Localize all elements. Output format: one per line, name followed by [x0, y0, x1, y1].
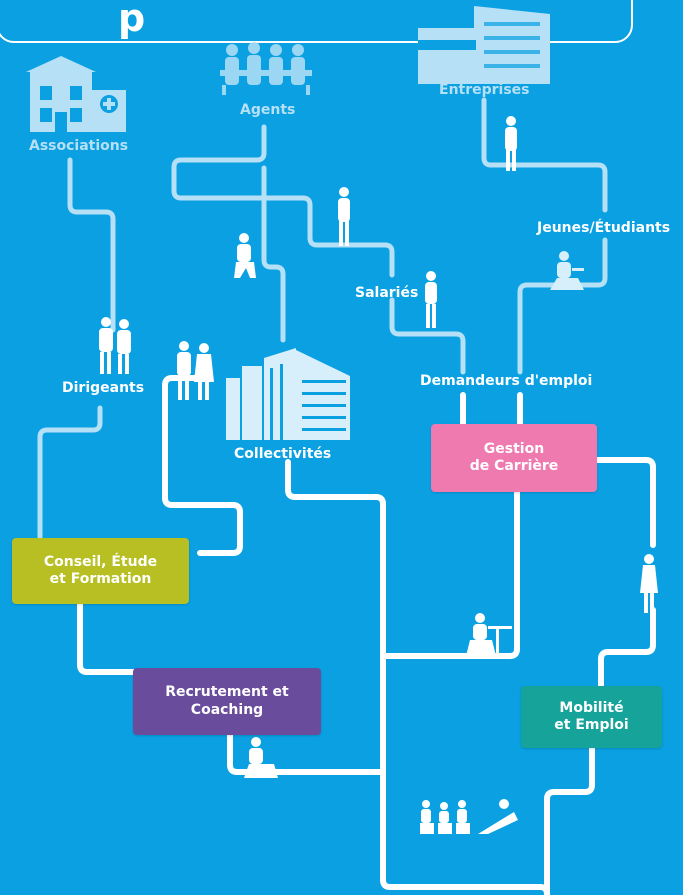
path-salaries [389, 297, 466, 375]
mobilite-emploi-box: Mobilité et Emploi [521, 686, 662, 748]
recrutement-coaching-box: Recrutement et Coaching [133, 668, 321, 735]
demandeurs-emploi-label: Demandeurs d'emploi [420, 373, 593, 389]
salaries-label: Salariés [355, 285, 419, 301]
path-recrutement-down [227, 732, 386, 775]
path-agents-collectivites [261, 165, 286, 343]
path-mobilite-up [598, 607, 656, 688]
meeting-people-icon [220, 42, 312, 95]
banner-text: p [118, 0, 146, 40]
entreprises-label: Entreprises [439, 82, 530, 98]
path-associations [67, 157, 116, 333]
mobilite-line1: Mobilité [559, 699, 624, 716]
associations-label: Associations [29, 138, 129, 154]
dirigeants-label: Dirigeants [62, 380, 145, 396]
recrutement-line2: Coaching [190, 701, 264, 718]
path-conseil-recrutement [77, 601, 138, 675]
path-collectivites-main [285, 459, 550, 895]
gestion-carriere-line1: Gestion [483, 440, 545, 457]
person-silhouette-icon [234, 233, 256, 278]
person-silhouette-icon [640, 554, 658, 613]
jeunes-etudiants-label: Jeunes/Étudiants [537, 220, 671, 236]
path-entreprises [481, 97, 608, 213]
conseil-etude-formation-box: Conseil, Étude et Formation [12, 538, 189, 604]
person-silhouette-icon [244, 737, 278, 778]
person-silhouette-icon [425, 271, 437, 328]
gestion-carriere-line2: de Carrière [469, 458, 559, 474]
person-silhouette-icon [550, 251, 584, 290]
conseil-line1: Conseil, Étude [43, 553, 158, 570]
person-silhouette-icon [466, 613, 512, 656]
person-silhouette-icon [177, 341, 214, 400]
path-gestion-right [594, 457, 656, 548]
conseil-line2: et Formation [49, 571, 152, 587]
person-silhouette-icon [338, 187, 350, 246]
agents-label: Agents [240, 102, 296, 118]
collectivites-label: Collectivités [234, 446, 332, 462]
gestion-carriere-box: Gestion de Carrière [431, 424, 597, 492]
city-buildings-icon [226, 348, 350, 440]
person-silhouette-icon [99, 317, 131, 374]
person-silhouette-icon [505, 116, 517, 171]
path-collectivites-left [162, 375, 243, 556]
recrutement-line1: Recrutement et [165, 684, 289, 700]
person-silhouette-icon [420, 799, 518, 834]
mobilite-line2: et Emploi [554, 717, 629, 733]
top-banner: p [0, 0, 633, 43]
path-dirigeants [37, 405, 103, 543]
building-hospital-icon [26, 56, 126, 132]
path-agents [171, 124, 395, 278]
path-gestion-down [380, 489, 520, 659]
path-mobilite-bottom [544, 745, 595, 895]
office-buildings-icon [418, 6, 550, 84]
